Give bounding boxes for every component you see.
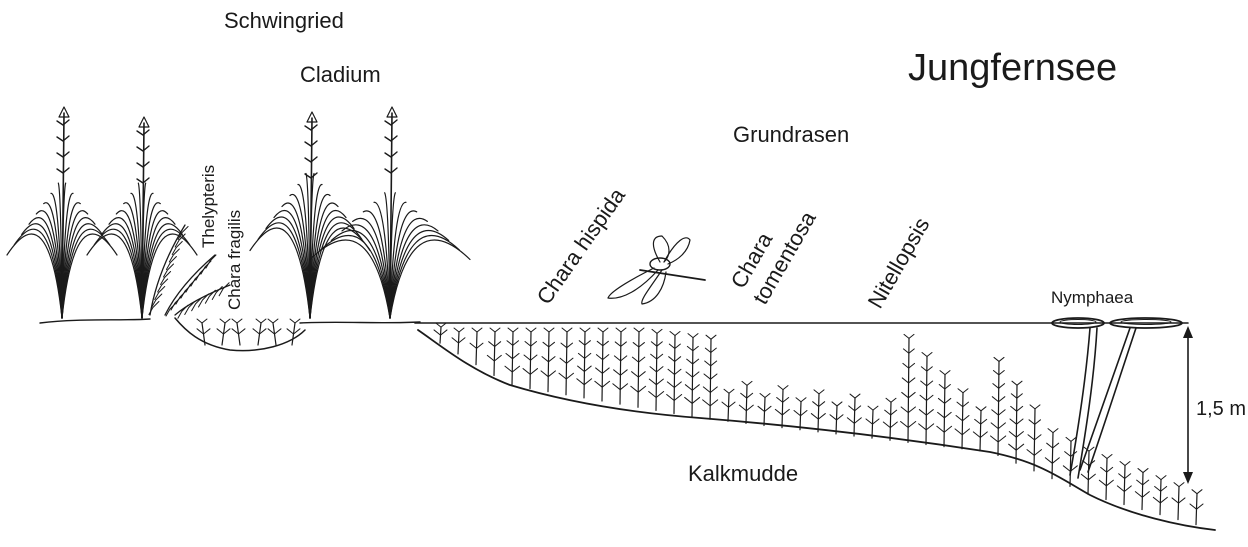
chara-stem xyxy=(944,375,945,447)
chara-whorl xyxy=(197,319,207,323)
chara-whorl xyxy=(922,352,932,356)
cladium-panicle xyxy=(305,125,317,130)
chara-whorl xyxy=(652,329,662,333)
chara-stem xyxy=(1106,458,1107,499)
chara-whorl xyxy=(268,319,278,323)
chara-whorl xyxy=(1066,437,1076,441)
chara-whorl xyxy=(1048,429,1058,433)
chara-whorl xyxy=(850,394,860,398)
chara-stem xyxy=(854,398,855,436)
chara-whorl xyxy=(778,386,788,390)
chara-stem xyxy=(602,332,603,401)
chara-whorl xyxy=(562,328,572,332)
chara-whorl xyxy=(220,319,230,323)
chara-whorl xyxy=(616,328,626,332)
chara-stem xyxy=(1160,480,1161,515)
chara-whorl xyxy=(1102,454,1112,458)
cladium-panicle xyxy=(137,130,149,135)
chara-whorl xyxy=(544,328,554,332)
chara-stem xyxy=(782,390,783,428)
chara-whorl xyxy=(868,406,878,410)
label-cladium: Cladium xyxy=(300,62,381,87)
chara-whorl xyxy=(940,371,950,375)
label-depth: 1,5 m xyxy=(1196,398,1246,420)
chara-whorl xyxy=(256,319,266,323)
label-nymphaea: Nymphaea xyxy=(1051,288,1134,307)
chara-whorl xyxy=(1120,462,1130,466)
chara-stem xyxy=(1088,451,1089,494)
chara-whorl xyxy=(796,398,806,402)
chara-plants-group xyxy=(197,319,1203,525)
chara-whorl xyxy=(742,381,752,385)
chara-stem xyxy=(494,332,495,375)
cladium-leaf xyxy=(342,225,390,318)
chara-whorl xyxy=(1084,447,1094,451)
chara-whorl xyxy=(1138,469,1148,473)
chara-whorl xyxy=(832,402,842,406)
chara-whorl xyxy=(706,335,716,339)
chara-whorl xyxy=(1192,490,1202,494)
chara-stem xyxy=(1052,433,1053,479)
label-grundrasen: Grundrasen xyxy=(733,122,849,147)
cladium-leaf xyxy=(310,210,346,318)
cladium-panicle xyxy=(57,120,69,125)
chara-whorl xyxy=(1012,381,1022,385)
chara-whorl xyxy=(598,328,608,332)
chara-stem xyxy=(1142,473,1143,510)
chara-whorl xyxy=(454,328,464,332)
chara-whorl xyxy=(994,357,1004,361)
chara-stem xyxy=(638,332,639,407)
depth-arrow xyxy=(1183,326,1193,484)
chara-whorl xyxy=(472,328,482,332)
chara-whorl xyxy=(688,334,698,338)
chara-whorl xyxy=(634,328,644,332)
chara-stem xyxy=(620,332,621,404)
chara-whorl xyxy=(526,328,536,332)
chara-whorl xyxy=(490,328,500,332)
label-schwingried: Schwingried xyxy=(224,8,344,33)
cladium-leaf xyxy=(390,225,438,318)
fen-basin-outline xyxy=(175,318,305,351)
chara-stem xyxy=(890,402,891,440)
chara-whorl xyxy=(904,334,914,338)
lake-bottom-profile xyxy=(418,330,1215,530)
label-nitellopsis: Nitellopsis xyxy=(863,213,935,312)
chara-whorl xyxy=(290,319,300,323)
chara-whorl xyxy=(1030,405,1040,409)
label-kalkmudde: Kalkmudde xyxy=(688,461,798,486)
label-thelypteris: Thelypteris xyxy=(199,165,218,248)
chara-whorl xyxy=(1156,476,1166,480)
chara-stem xyxy=(584,332,585,398)
chara-whorl xyxy=(976,407,986,411)
cladium-leaf xyxy=(274,210,310,318)
chara-stem xyxy=(818,394,819,432)
chara-whorl xyxy=(508,328,518,332)
chara-whorl xyxy=(760,394,770,398)
label-chara-fragilis: Chara fragilis xyxy=(225,210,244,310)
chara-stem xyxy=(980,411,981,451)
chara-whorl xyxy=(814,390,824,394)
chara-whorl xyxy=(958,389,968,393)
cladium-panicle xyxy=(385,120,397,125)
label-jungfernsee: Jungfernsee xyxy=(908,47,1117,89)
chara-stem xyxy=(1124,466,1125,505)
chara-whorl xyxy=(1174,483,1184,487)
chara-whorl xyxy=(232,319,242,323)
chara-stem xyxy=(746,385,747,423)
chara-whorl xyxy=(670,331,680,335)
chara-whorl xyxy=(724,389,734,393)
chara-whorl xyxy=(886,398,896,402)
chara-whorl xyxy=(580,328,590,332)
nymphaea-plant xyxy=(1052,318,1182,478)
chara-stem xyxy=(1070,441,1071,486)
dragonfly-illustration xyxy=(608,236,705,304)
